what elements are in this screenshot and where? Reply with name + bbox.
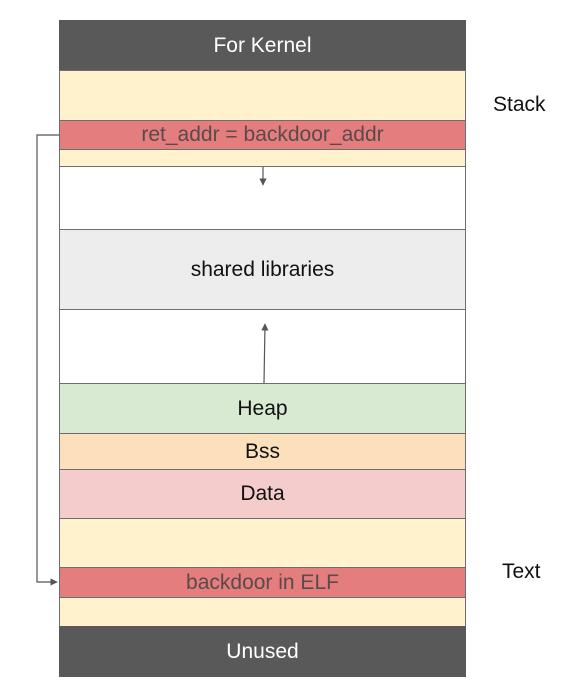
shared-libraries-region: shared libraries: [59, 229, 466, 310]
bss-region: Bss: [59, 433, 466, 470]
stack-region-bottom: [59, 149, 466, 167]
stack-region-top: [59, 70, 466, 121]
data-label: Data: [240, 482, 285, 505]
ret-addr-label: ret_addr = backdoor_addr: [141, 123, 384, 146]
ret-addr-slot: ret_addr = backdoor_addr: [59, 120, 466, 150]
backdoor-slot: backdoor in ELF: [59, 567, 466, 598]
heap-growth-gap: [59, 309, 466, 384]
stack-growth-gap: [59, 166, 466, 230]
stack-side-label: Stack: [493, 93, 546, 116]
data-region: Data: [59, 469, 466, 519]
heap-label: Heap: [237, 396, 288, 420]
bss-label: Bss: [244, 439, 280, 463]
unused-region: Unused: [59, 626, 466, 677]
kernel-region: For Kernel: [59, 20, 466, 71]
text-region-bottom: [59, 597, 466, 627]
backdoor-label: backdoor in ELF: [186, 570, 339, 594]
heap-region: Heap: [59, 383, 466, 434]
shared-libraries-label: shared libraries: [190, 257, 335, 281]
kernel-label: For Kernel: [213, 33, 312, 57]
unused-label: Unused: [226, 639, 299, 663]
text-side-label: Text: [502, 560, 541, 583]
ret-to-backdoor-arrow: [36, 134, 59, 586]
text-region-top: [59, 518, 466, 568]
